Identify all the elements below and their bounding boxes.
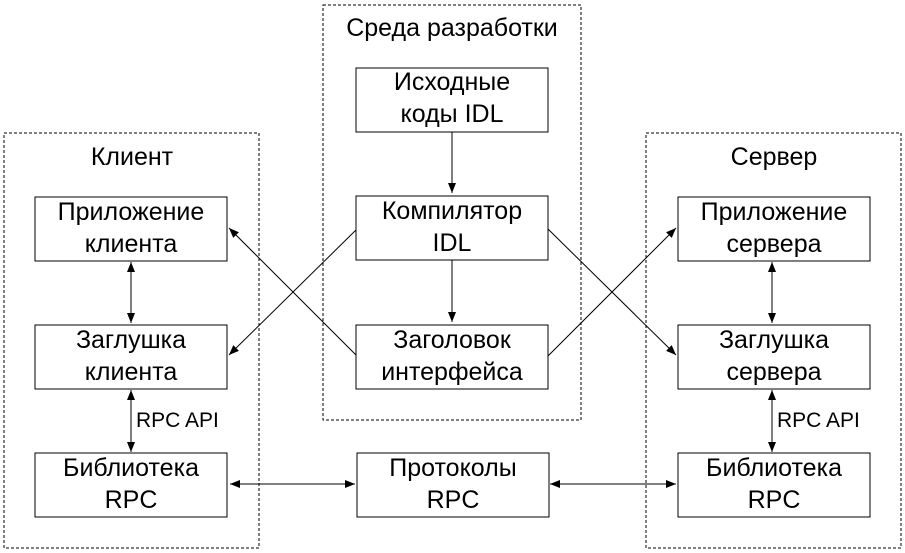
client-stub-box: Заглушка клиента (34, 324, 228, 390)
client-rpc-library-line2: RPC (105, 486, 158, 514)
server-rpc-library-line1: Библиотека (706, 454, 842, 482)
client-stub-line1: Заглушка (76, 326, 186, 354)
client-rpc-library-line1: Библиотека (63, 454, 199, 482)
server-title: Сервер (731, 143, 818, 171)
dev-environment-group (322, 4, 582, 421)
edge-header-to-server-app (547, 227, 677, 357)
client-group (3, 132, 260, 549)
client-app-line1: Приложение (58, 198, 205, 226)
client-stub-line2: клиента (85, 358, 178, 386)
interface-header-box: Заголовок интерфейса (355, 324, 549, 390)
client-rpc-library-box: Библиотека RPC (34, 452, 228, 518)
server-rpc-library-box: Библиотека RPC (677, 452, 871, 518)
server-group (645, 132, 902, 549)
edge-header-to-client-app (228, 227, 358, 357)
idl-sources-box: Исходные коды IDL (355, 67, 549, 133)
server-stub-line2: сервера (726, 358, 821, 386)
rpc-protocols-line1: Протоколы (389, 454, 516, 482)
idl-compiler-line1: Компилятор (382, 197, 522, 225)
server-stub-line1: Заглушка (719, 326, 829, 354)
server-rpc-api-label: RPC API (777, 409, 860, 432)
interface-header-line1: Заголовок (393, 326, 512, 354)
server-stub-box: Заглушка сервера (677, 324, 871, 390)
client-app-line2: клиента (85, 230, 178, 258)
server-app-line2: сервера (726, 230, 821, 258)
client-title: Клиент (91, 143, 174, 171)
interface-header-line2: интерфейса (381, 358, 523, 386)
server-app-box: Приложение сервера (677, 196, 871, 262)
dev-environment-title: Среда разработки (346, 14, 558, 42)
client-rpc-api-label: RPC API (136, 409, 219, 432)
server-rpc-library-line2: RPC (748, 486, 801, 514)
idl-sources-line2: коды IDL (401, 100, 504, 128)
rpc-protocols-line2: RPC (427, 486, 480, 514)
idl-compiler-line2: IDL (433, 229, 472, 257)
idl-sources-line1: Исходные (394, 68, 510, 96)
rpc-protocols-box: Протоколы RPC (356, 452, 550, 518)
client-app-box: Приложение клиента (34, 196, 228, 262)
server-app-line1: Приложение (701, 198, 848, 226)
idl-compiler-box: Компилятор IDL (355, 195, 549, 261)
